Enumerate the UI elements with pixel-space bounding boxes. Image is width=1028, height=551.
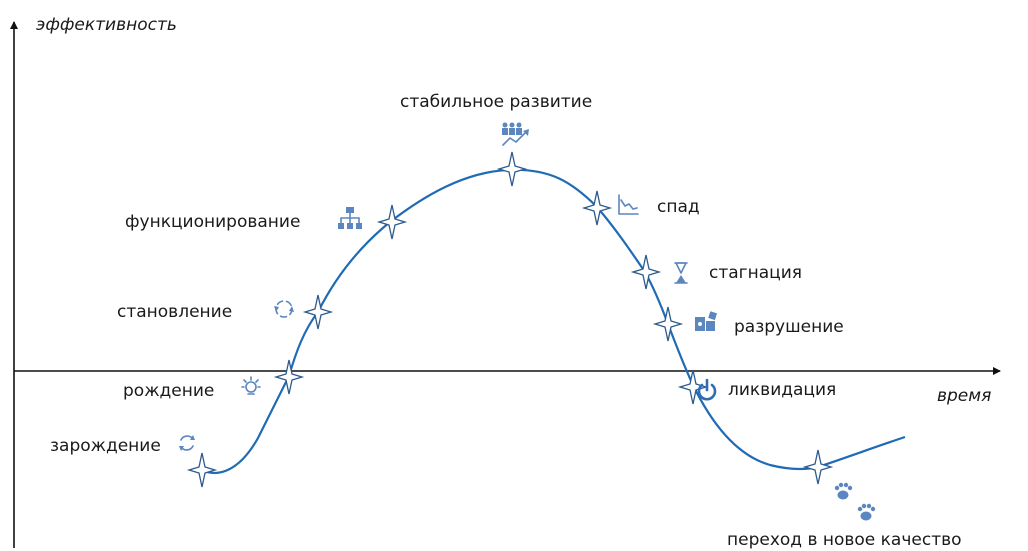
stage-marker xyxy=(186,452,218,488)
team-growth-icon xyxy=(502,122,529,146)
stage-marker xyxy=(652,306,684,342)
decline-chart-icon xyxy=(618,194,639,215)
stage-marker xyxy=(273,359,305,395)
y-axis-label: эффективность xyxy=(36,15,177,35)
stage-label-stable-growth: стабильное развитие xyxy=(400,92,592,112)
paw-prints-icon xyxy=(834,482,876,521)
hourglass-icon xyxy=(674,262,688,284)
stage-label-formation: становление xyxy=(117,302,232,322)
stage-markers xyxy=(186,151,834,488)
power-icon xyxy=(697,378,717,401)
stage-label-stagnation: стагнация xyxy=(709,263,802,283)
stage-marker xyxy=(581,190,613,226)
stage-label-liquidation: ликвидация xyxy=(728,380,836,400)
broken-puzzle-icon xyxy=(695,311,718,331)
stage-marker xyxy=(302,294,334,330)
cycle-arrows-icon xyxy=(274,300,294,318)
lightbulb-icon xyxy=(241,376,261,395)
stage-label-birth: рождение xyxy=(123,381,214,401)
stage-marker xyxy=(376,204,408,240)
stage-marker xyxy=(802,449,834,485)
org-chart-icon xyxy=(338,207,362,229)
stage-label-decline: спад xyxy=(657,197,700,217)
cycle-icon xyxy=(179,435,195,451)
stage-label-conception: зарождение xyxy=(50,436,161,456)
stage-marker xyxy=(630,254,662,290)
x-axis-label: время xyxy=(937,386,991,406)
stage-marker xyxy=(677,369,709,405)
stage-label-transition: переход в новое качество xyxy=(727,530,962,550)
stage-marker xyxy=(496,151,528,187)
stage-label-destruction: разрушение xyxy=(734,317,844,337)
stage-label-functioning: функционирование xyxy=(125,212,300,232)
